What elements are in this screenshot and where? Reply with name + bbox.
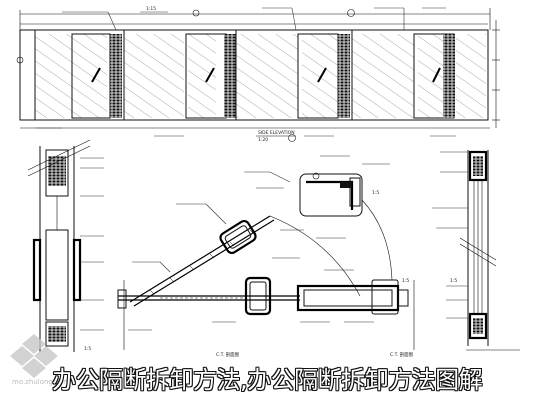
elevation-title-scale: 1:20	[258, 137, 268, 143]
top-box-scale: 1:5	[372, 190, 379, 196]
image-caption: 办公隔断拆卸方法,办公隔断拆卸方法图解	[52, 366, 483, 394]
left-section-detail: 1:5	[27, 139, 104, 352]
watermark-text: mo.zhulong.com	[12, 378, 71, 386]
right-box-scale: 1:5	[402, 278, 409, 284]
elevation-title: SIDE ELEVATION	[258, 130, 295, 136]
right-plan-caption: C.T. 剖面图	[390, 351, 414, 358]
right-section-detail: 1:5	[432, 150, 520, 351]
left-plan-caption: C.T. 剖面图	[216, 351, 240, 358]
elevation-scale-label: 1:15	[146, 6, 156, 12]
right-detail-scale: 1:5	[450, 278, 457, 284]
left-detail-scale: 1:5	[84, 346, 91, 352]
watermark-logo	[10, 334, 58, 378]
center-plan: 1:5 1:5 C.T. 剖面图 C.T. 剖面图	[117, 155, 415, 358]
top-elevation: 1:15 SIDE ELEVATION 1:20	[16, 6, 500, 143]
